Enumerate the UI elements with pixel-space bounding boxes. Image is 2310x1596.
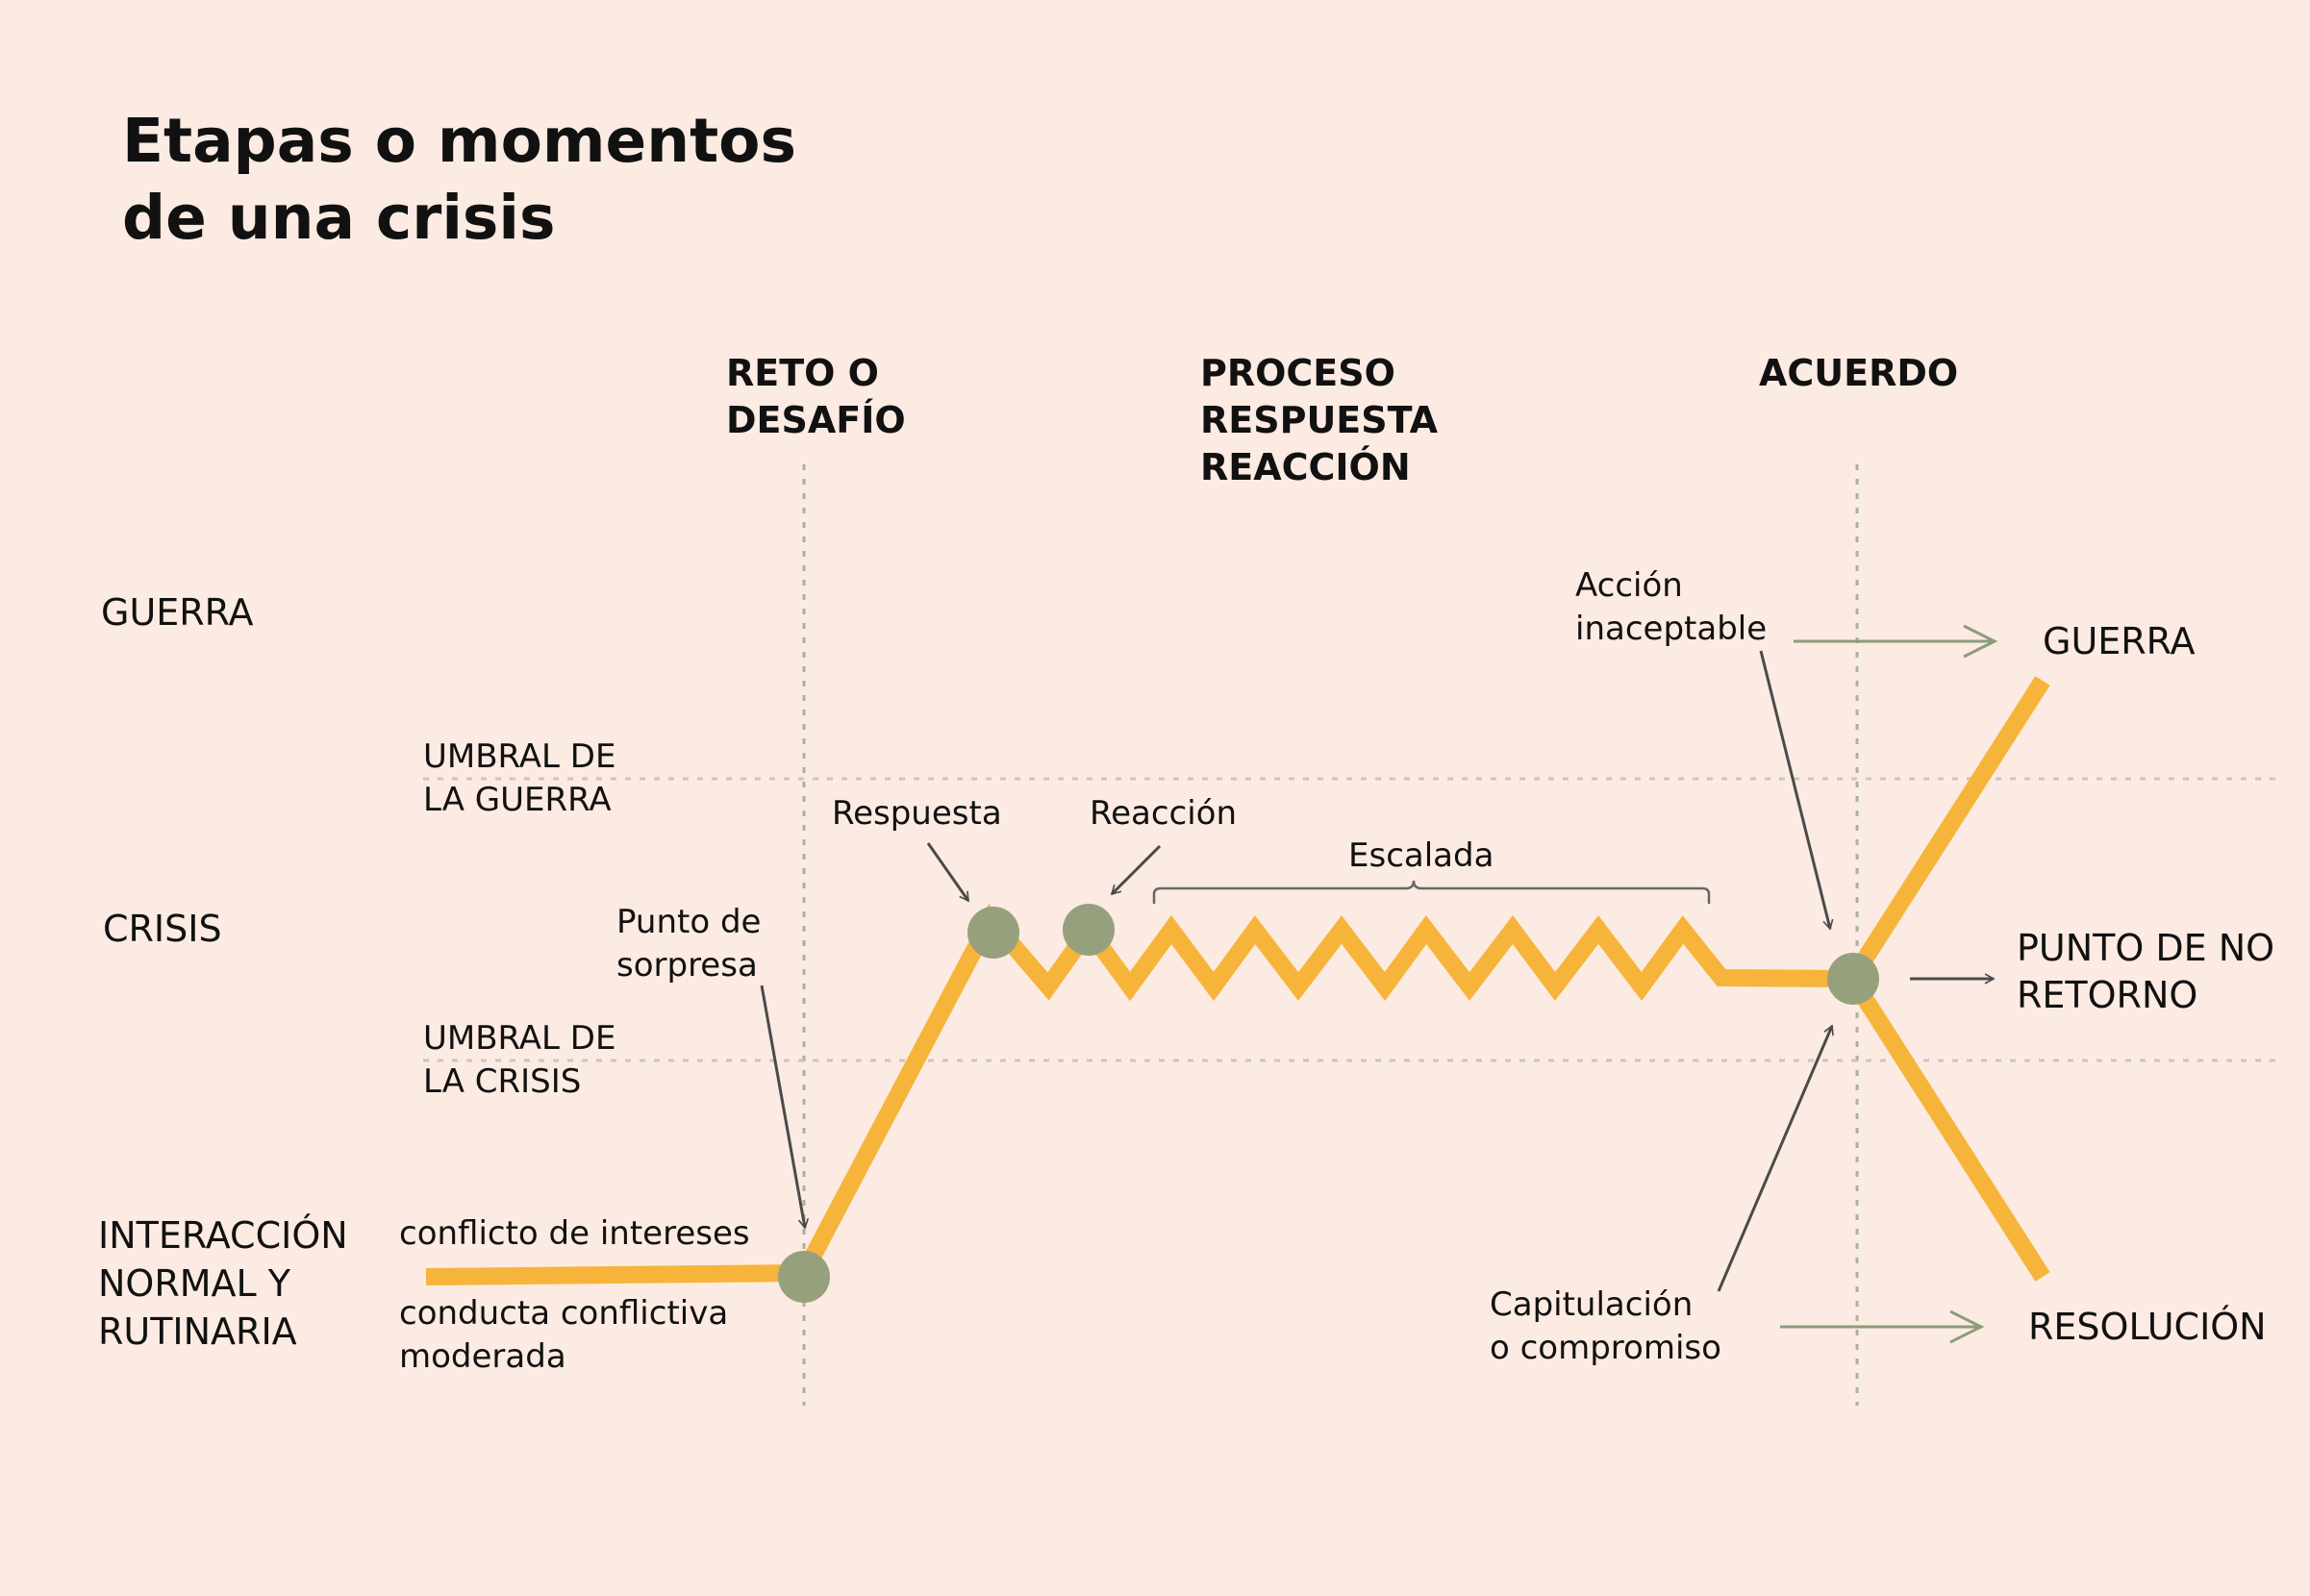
- outcome-no-return-line-1: PUNTO DE NO: [2017, 927, 2274, 969]
- capitulation-label-line-2: o compromiso: [1490, 1329, 1721, 1367]
- path-to-war: [1845, 676, 2050, 984]
- outcome-war: GUERRA: [2043, 620, 2196, 662]
- phase-challenge-line-2: DESAFÍO: [726, 399, 906, 441]
- title-line-1: Etapas o momentos: [122, 106, 796, 176]
- surprise-node: [778, 1251, 830, 1303]
- resolution-outcome-arrow: [1780, 1309, 1985, 1344]
- war-threshold-label-line-2: LA GUERRA: [423, 781, 612, 819]
- capitulation-arrow: [1717, 1024, 1834, 1292]
- surprise-label-line-1: Punto de: [616, 903, 761, 941]
- surprise-label-line-2: sorpresa: [616, 946, 758, 985]
- escalation-brace: [1152, 880, 1711, 904]
- reaction-node: [1063, 904, 1115, 956]
- conflict-label: conflicto de intereses: [399, 1214, 750, 1253]
- phase-process-line-2: RESPUESTA: [1200, 399, 1439, 441]
- path-to-resolution: [1845, 974, 2050, 1282]
- response-node: [967, 907, 1019, 959]
- escalation-label: Escalada: [1348, 836, 1494, 875]
- war-outcome-arrow: [1794, 624, 1998, 659]
- response-arrow: [926, 842, 970, 903]
- agreement-node: [1827, 953, 1879, 1005]
- phase-process-line-1: PROCESO: [1200, 352, 1395, 394]
- outcome-resolution: RESOLUCIÓN: [2028, 1306, 2267, 1348]
- level-normal-line-1: INTERACCIÓN: [98, 1214, 348, 1257]
- reaction-arrow: [1110, 844, 1162, 896]
- reaction-label: Reacción: [1090, 794, 1237, 833]
- level-war: GUERRA: [101, 591, 254, 634]
- phase-challenge-line-1: RETO O: [726, 352, 879, 394]
- phase-process-line-3: REACCIÓN: [1200, 446, 1411, 488]
- unacceptable-label-line-1: Acción: [1575, 566, 1683, 605]
- response-label: Respuesta: [832, 794, 1002, 833]
- war-threshold-label-line-1: UMBRAL DE: [423, 737, 615, 776]
- surprise-arrow: [760, 985, 810, 1230]
- moderate-label-line-2: moderada: [399, 1337, 566, 1376]
- unacceptable-arrow: [1759, 650, 1834, 931]
- capitulation-label-line-1: Capitulación: [1490, 1285, 1693, 1324]
- unacceptable-label-line-2: inaceptable: [1575, 610, 1767, 648]
- title-line-2: de una crisis: [122, 183, 556, 253]
- phase-agreement: ACUERDO: [1759, 352, 1958, 394]
- crisis-threshold-label-line-2: LA CRISIS: [423, 1062, 581, 1101]
- level-normal-line-3: RUTINARIA: [98, 1310, 297, 1353]
- crisis-path: [425, 904, 1853, 1285]
- moderate-label-line-1: conducta conflictiva: [399, 1294, 728, 1333]
- level-crisis: CRISIS: [103, 908, 222, 950]
- level-normal-line-2: NORMAL Y: [98, 1262, 291, 1305]
- outcome-no-return-line-2: RETORNO: [2017, 974, 2197, 1016]
- crisis-threshold-label-line-1: UMBRAL DE: [423, 1019, 615, 1058]
